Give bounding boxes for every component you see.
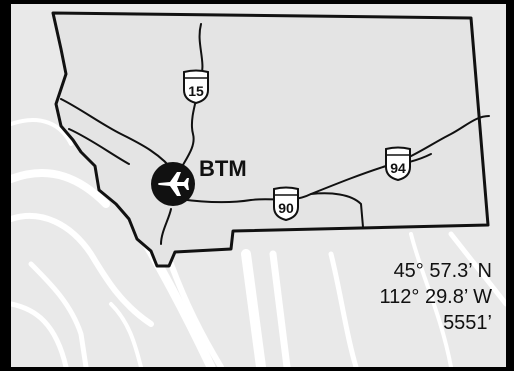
map-area: 15 90 94 BTM 45° 57.3’ N (11, 4, 506, 367)
airport-code-label: BTM (199, 156, 247, 181)
airport-marker[interactable] (151, 162, 195, 206)
shield-number-94: 94 (390, 160, 406, 176)
interstate-shield-94: 94 (385, 146, 411, 182)
longitude-text: 112° 29.8’ W (379, 286, 493, 308)
elevation-text: 5551’ (443, 312, 492, 334)
map-canvas: 15 90 94 BTM (11, 11, 506, 367)
interstate-shield-15: 15 (183, 69, 209, 105)
coordinate-readout: 45° 57.3’ N 112° 29.8’ W 5551’ (380, 258, 493, 336)
latitude-text: 45° 57.3’ N (393, 260, 492, 282)
shield-number-90: 90 (278, 200, 294, 216)
airplane-icon (158, 172, 189, 196)
shield-number-15: 15 (188, 83, 204, 99)
interstate-shield-90: 90 (273, 186, 299, 222)
state-outline (51, 11, 490, 268)
